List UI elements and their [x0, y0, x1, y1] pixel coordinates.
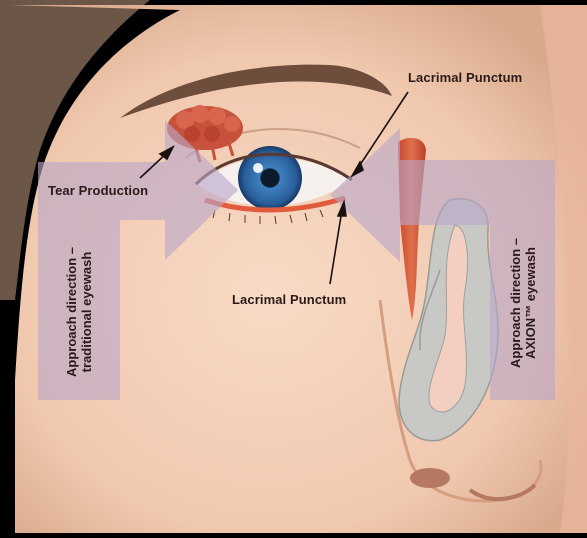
- label-approach-axion-line1: Approach direction –: [508, 238, 523, 368]
- label-approach-axion-line2: AXION™ eyewash: [523, 238, 538, 368]
- label-approach-traditional-line1: Approach direction –: [64, 247, 79, 377]
- label-tear-production: Tear Production: [48, 183, 148, 198]
- label-lacrimal-punctum-top: Lacrimal Punctum: [408, 70, 522, 85]
- label-approach-traditional-line2: traditional eyewash: [79, 247, 94, 377]
- nostril: [410, 468, 450, 488]
- label-lacrimal-punctum-bottom: Lacrimal Punctum: [232, 292, 346, 307]
